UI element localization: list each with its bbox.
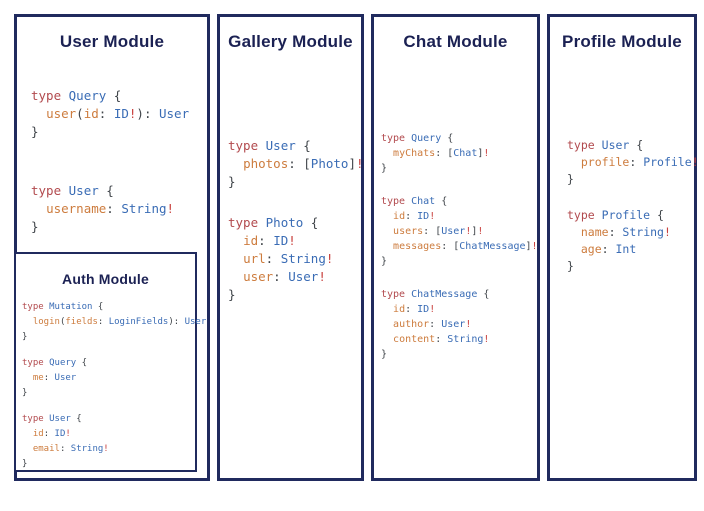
code-block: type User { profile: Profile!} xyxy=(567,137,699,188)
code-line: user(id: ID!): User xyxy=(46,106,190,121)
code-line: type ChatMessage { xyxy=(381,289,490,300)
code-line: content: String! xyxy=(393,334,490,345)
code-line: type User { xyxy=(228,138,311,153)
code-block: type Profile { name: String! age: Int} xyxy=(567,207,694,275)
code-line: id: ID! xyxy=(32,429,71,439)
code-line: type Photo { xyxy=(228,215,319,230)
code-block: type User { username: String!} xyxy=(31,182,207,236)
module-title-profile: Profile Module xyxy=(562,32,682,51)
code-line: id: ID! xyxy=(393,211,436,222)
code-section-gallery: type User { photos: [Photo]!}type Photo … xyxy=(220,137,364,304)
module-panel-auth-nested: Auth Module type Mutation { login(fields… xyxy=(14,252,207,472)
code-line: email: String! xyxy=(32,444,109,454)
code-section-chat: type Query { myChats: [Chat]!}type Chat … xyxy=(374,131,538,362)
code-line: profile: Profile! xyxy=(580,155,699,169)
code-line: myChats: [Chat]! xyxy=(393,148,490,159)
code-section-auth: type Mutation { login(fields: LoginField… xyxy=(16,300,207,472)
code-block: type Query { user(id: ID!): User} xyxy=(31,87,207,141)
code-line: } xyxy=(381,256,388,267)
code-line: } xyxy=(22,459,28,469)
code-line: id: ID! xyxy=(393,304,436,315)
code-line: } xyxy=(31,219,39,234)
module-title-chat: Chat Module xyxy=(403,32,508,51)
code-line: } xyxy=(22,332,28,342)
code-line: type Query { xyxy=(381,133,454,144)
code-block: type Mutation { login(fields: LoginField… xyxy=(22,300,207,345)
code-block: type ChatMessage { id: ID! author: User!… xyxy=(381,287,537,362)
code-line: login(fields: LoginFields): User xyxy=(32,317,207,327)
module-title-gallery: Gallery Module xyxy=(228,32,353,51)
code-line: username: String! xyxy=(46,201,175,216)
code-line: type User { xyxy=(567,138,644,152)
code-line: type User { xyxy=(22,414,82,424)
code-line: type Query { xyxy=(22,358,88,368)
code-line: } xyxy=(567,172,574,186)
module-title-auth: Auth Module xyxy=(62,271,149,287)
code-block: type User { photos: [Photo]!} xyxy=(228,137,364,191)
code-line: } xyxy=(381,163,388,174)
code-line: messages: [ChatMessage]! xyxy=(393,241,538,252)
code-line: name: String! xyxy=(580,225,671,239)
code-line: url: String! xyxy=(243,251,334,266)
code-block: type Photo { id: ID! url: String! user: … xyxy=(228,214,361,304)
code-line: photos: [Photo]! xyxy=(243,156,364,171)
code-line: type Query { xyxy=(31,88,122,103)
code-line: me: User xyxy=(32,373,77,383)
code-line: type Mutation { xyxy=(22,302,104,312)
code-line: type Profile { xyxy=(567,208,664,222)
code-line: user: User! xyxy=(243,269,326,284)
module-panel-chat: Chat Module type Query { myChats: [Chat]… xyxy=(371,14,540,481)
code-line: } xyxy=(31,124,39,139)
module-title-user: User Module xyxy=(59,32,165,51)
code-line: id: ID! xyxy=(243,233,296,248)
code-section-user: type Query { user(id: ID!): User}type Us… xyxy=(17,87,207,236)
code-line: age: Int xyxy=(580,242,637,256)
code-line: } xyxy=(381,349,388,360)
code-line: } xyxy=(567,259,574,273)
code-line: } xyxy=(22,388,28,398)
module-panel-gallery: Gallery Module type User { photos: [Phot… xyxy=(217,14,364,481)
module-panel-profile: Profile Module type User { profile: Prof… xyxy=(547,14,699,481)
code-block: type User { id: ID! email: String!} xyxy=(22,412,195,472)
code-block: type Query { me: User} xyxy=(22,356,195,401)
code-line: } xyxy=(228,287,236,302)
code-line: author: User! xyxy=(393,319,472,330)
code-line: type Chat { xyxy=(381,196,448,207)
code-block: type Chat { id: ID! users: [User!]! mess… xyxy=(381,194,538,269)
code-block: type Query { myChats: [Chat]!} xyxy=(381,131,537,176)
code-line: } xyxy=(228,174,236,189)
code-line: type User { xyxy=(31,183,114,198)
code-section-profile: type User { profile: Profile!}type Profi… xyxy=(550,137,699,275)
code-line: users: [User!]! xyxy=(393,226,484,237)
